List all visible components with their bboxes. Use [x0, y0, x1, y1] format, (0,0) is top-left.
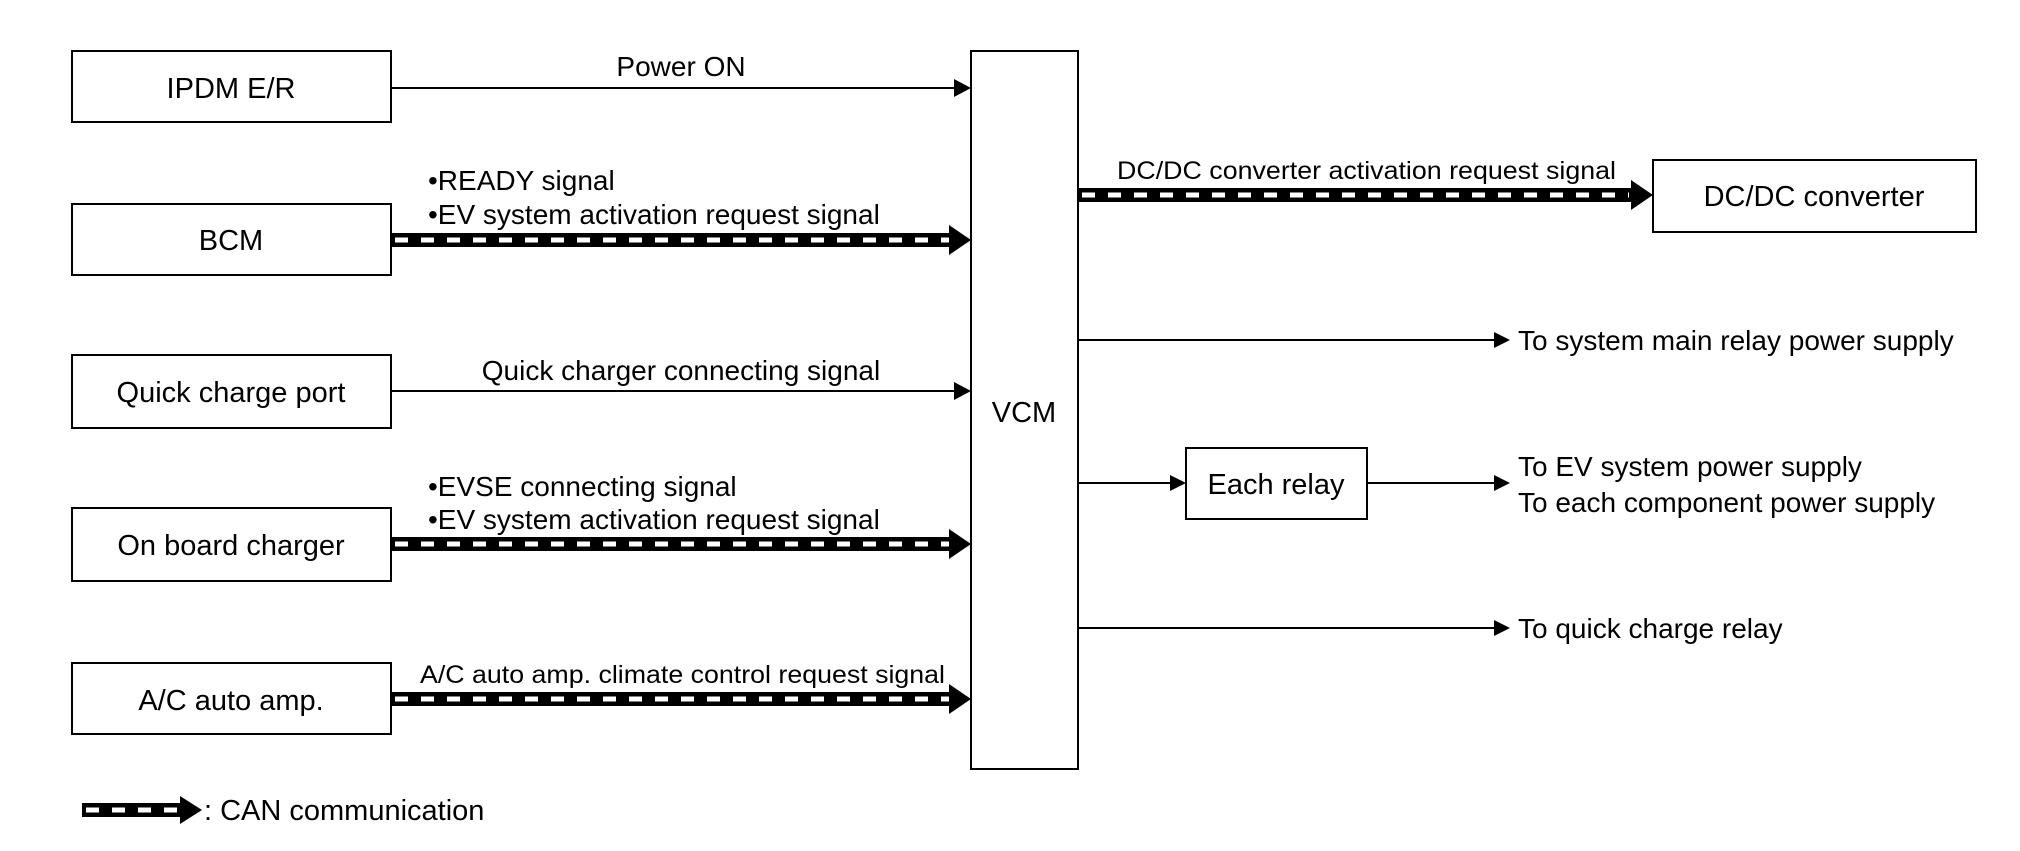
each-relay-output-connection: To EV system power supply To each compon…: [1367, 451, 1935, 518]
system-main-relay-connection: To system main relay power supply: [1078, 325, 1954, 356]
system-main-relay-label: To system main relay power supply: [1518, 325, 1954, 356]
ev-system-power-label: To EV system power supply: [1518, 451, 1862, 482]
each-relay-input-connection: [1078, 475, 1186, 491]
vcm-node: VCM: [970, 50, 1079, 770]
dcdc-can-connection: DC/DC converter activation request signa…: [1078, 157, 1653, 210]
quick-charger-connection: Quick charger connecting signal: [391, 355, 971, 400]
arrow-right-icon: [949, 684, 971, 714]
dcdc-signal-label: DC/DC converter activation request signa…: [1117, 157, 1616, 185]
legend: : CAN communication: [82, 795, 484, 827]
power-on-signal-label: Power ON: [616, 51, 745, 82]
ipdm-label: IPDM E/R: [167, 73, 296, 105]
arrow-right-icon: [954, 382, 971, 400]
ac-auto-amp-node: A/C auto amp.: [71, 662, 392, 735]
arrow-right-icon: [954, 79, 971, 97]
quick-charger-signal-label: Quick charger connecting signal: [482, 355, 880, 386]
dcdc-label: DC/DC converter: [1704, 181, 1925, 213]
each-relay-node: Each relay: [1185, 447, 1368, 520]
each-component-power-label: To each component power supply: [1518, 487, 1935, 518]
power-on-connection: Power ON: [391, 51, 971, 97]
arrow-right-icon: [1631, 180, 1653, 210]
on-board-charger-label: On board charger: [117, 530, 345, 562]
arrow-right-icon: [1494, 475, 1510, 491]
obc-can-connection: •EVSE connecting signal •EV system activ…: [391, 471, 971, 559]
each-relay-label: Each relay: [1207, 469, 1345, 501]
ac-signal-label: A/C auto amp. climate control request si…: [420, 661, 945, 689]
vcm-label: VCM: [992, 397, 1056, 429]
arrow-right-icon: [1494, 332, 1510, 348]
bcm-signal-line1: •READY signal: [428, 165, 615, 196]
arrow-right-icon: [1494, 620, 1510, 636]
obc-signal-line2: •EV system activation request signal: [428, 504, 880, 535]
can-legend-label: : CAN communication: [204, 795, 484, 827]
bcm-node: BCM: [71, 203, 392, 276]
bcm-label: BCM: [199, 225, 263, 257]
quick-charge-relay-connection: To quick charge relay: [1078, 613, 1783, 644]
obc-signal-line1: •EVSE connecting signal: [428, 471, 737, 502]
can-legend-icon: [82, 796, 202, 824]
arrow-right-icon: [949, 529, 971, 559]
arrow-right-icon: [1170, 475, 1186, 491]
quick-charge-port-node: Quick charge port: [71, 354, 392, 429]
on-board-charger-node: On board charger: [71, 507, 392, 582]
ipdm-node: IPDM E/R: [71, 50, 392, 123]
ac-can-connection: A/C auto amp. climate control request si…: [391, 661, 971, 714]
quick-charge-port-label: Quick charge port: [117, 377, 346, 409]
bcm-signal-line2: •EV system activation request signal: [428, 199, 880, 230]
quick-charge-relay-label: To quick charge relay: [1518, 613, 1783, 644]
arrow-right-icon: [949, 225, 971, 255]
bcm-can-connection: •READY signal •EV system activation requ…: [391, 165, 971, 255]
dcdc-node: DC/DC converter: [1652, 159, 1977, 233]
ac-auto-amp-label: A/C auto amp.: [138, 685, 323, 717]
